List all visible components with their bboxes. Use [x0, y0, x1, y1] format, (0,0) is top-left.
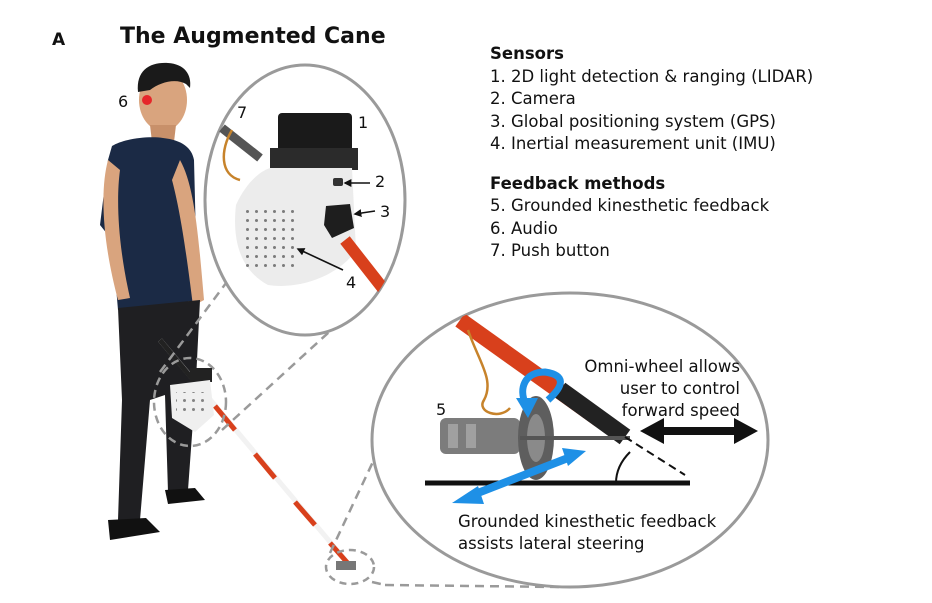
omni-wheel-note: Omni-wheel allows user to control forwar…: [584, 357, 740, 420]
wheel-small-circle: [324, 548, 376, 586]
feedback-heading: Feedback methods: [490, 173, 666, 193]
sensor-item: 1. 2D light detection & ranging (LIDAR): [490, 66, 814, 86]
wheel-motor: [440, 418, 520, 454]
callout-7: 7: [237, 103, 248, 122]
person-figure: [100, 62, 205, 540]
device-small: [152, 356, 228, 448]
callout-leaders: [296, 179, 376, 271]
sensor-item: 2. Camera: [490, 89, 576, 108]
sensors-heading: Sensors: [490, 44, 564, 63]
camera-sensor: [333, 178, 343, 186]
callout-6: 6: [118, 92, 129, 111]
feedback-item: 5. Grounded kinesthetic feedback: [490, 196, 770, 215]
lidar-sensor: [278, 113, 352, 153]
wheel-zoom: [425, 313, 690, 504]
gps-module: [324, 204, 354, 238]
figure-title: The Augmented Cane: [120, 24, 386, 49]
person-pants: [118, 300, 200, 520]
forward-speed-arrow: [640, 418, 758, 444]
component-legend: Sensors 1. 2D light detection & ranging …: [490, 43, 813, 263]
sensor-item: 4. Inertial measurement unit (IMU): [490, 134, 776, 153]
panel-label: A: [52, 30, 66, 50]
sensor-item: 3. Global positioning system (GPS): [490, 111, 776, 131]
device-zoom: [219, 113, 397, 304]
audio-earpiece: [142, 95, 152, 105]
callout-2: 2: [375, 172, 386, 191]
callout-3: 3: [380, 202, 391, 221]
callout-5: 5: [436, 400, 447, 419]
callout-1: 1: [358, 113, 369, 132]
grounded-feedback-note: Grounded kinesthetic feedback assists la…: [458, 512, 717, 553]
feedback-item: 6. Audio: [490, 218, 558, 238]
callout-4: 4: [346, 273, 357, 292]
feedback-item: 7. Push button: [490, 241, 610, 260]
